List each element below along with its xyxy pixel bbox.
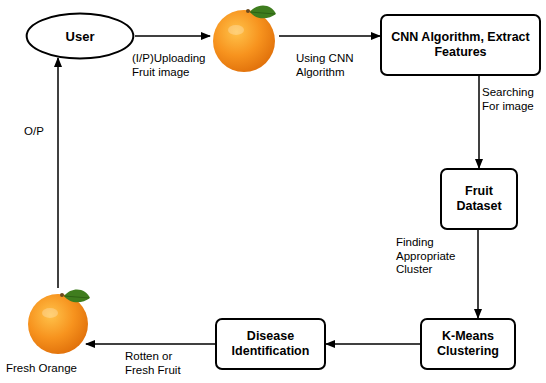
arrow-segment <box>477 230 479 318</box>
arrow-segment <box>57 58 59 288</box>
node-text: User <box>62 29 99 44</box>
process-box: Fruit Dataset <box>440 168 518 230</box>
flow-label: Fresh Orange <box>6 362 86 376</box>
arrow-segment <box>86 343 215 345</box>
flow-label: Finding Appropriate Cluster <box>396 236 468 277</box>
flow-label: Rotten or Fresh Fruit <box>125 350 195 377</box>
flow-label: O/P <box>24 125 54 139</box>
process-box: K-Means Clustering <box>420 318 516 370</box>
node-text: K-Means Clustering <box>422 329 514 359</box>
flow-arrow <box>478 230 479 318</box>
arrow-segment <box>135 35 210 37</box>
arrow-segment <box>478 76 480 168</box>
flow-label: Using CNN Algorithm <box>296 52 376 79</box>
flow-arrow <box>326 344 420 345</box>
node-text: Disease Identification <box>217 329 324 359</box>
arrow-segment <box>326 343 420 345</box>
orange-top <box>213 5 276 72</box>
flow-arrow <box>58 58 215 344</box>
orange-bottom <box>28 289 90 354</box>
flow-arrow <box>479 76 480 168</box>
actor-ellipse: User <box>25 12 135 60</box>
process-box: Disease Identification <box>215 318 326 370</box>
node-text: Fruit Dataset <box>442 184 516 214</box>
flow-label: (I/P)Uploading Fruit image <box>132 52 222 79</box>
process-box: CNN Algorithm, Extract Features <box>380 14 541 76</box>
arrow-segment <box>279 35 380 37</box>
node-text: CNN Algorithm, Extract Features <box>382 30 539 60</box>
flow-label: Searching For image <box>482 86 544 113</box>
